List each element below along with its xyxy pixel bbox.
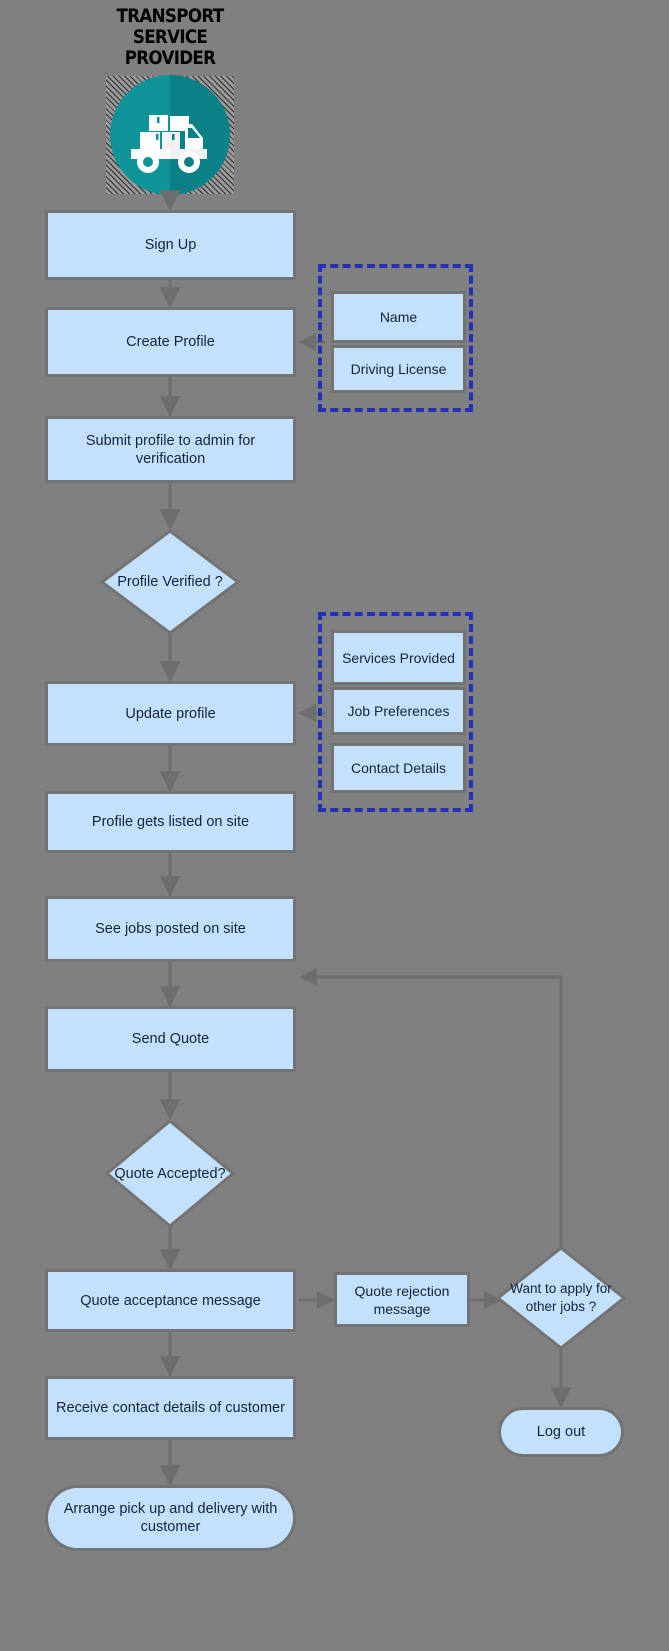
truck-delivery-icon	[110, 75, 230, 195]
node-receive-contact-details[interactable]: Receive contact details of customer	[45, 1376, 296, 1440]
node-submit-profile-label: Submit profile to admin for verification	[85, 432, 256, 467]
node-quote-rejection-message-label: Quote rejection message	[354, 1282, 450, 1317]
node-update-profile[interactable]: Update profile	[45, 681, 296, 746]
node-arrange-pickup-label: Arrange pick up and delivery with custom…	[63, 1501, 278, 1535]
group-item-services-provided[interactable]: Services Provided	[331, 630, 466, 685]
page-title-line-2: SERVICE	[132, 26, 208, 48]
group-profile-fields: Name Driving License	[318, 264, 473, 412]
node-quote-acceptance-message-label: Quote acceptance message	[80, 1292, 261, 1309]
node-log-out[interactable]: Log out	[498, 1407, 624, 1457]
node-quote-acceptance-message[interactable]: Quote acceptance message	[45, 1269, 296, 1332]
group-item-name-label: Name	[379, 309, 418, 325]
node-create-profile[interactable]: Create Profile	[45, 307, 296, 377]
page-title: TRANSPORT SERVICE PROVIDER	[108, 6, 231, 69]
node-log-out-label: Log out	[536, 1424, 586, 1440]
node-create-profile-label: Create Profile	[126, 334, 215, 350]
node-send-quote-label: Send Quote	[131, 1031, 210, 1047]
page-title-line-1: TRANSPORT	[116, 5, 225, 27]
logo	[106, 75, 234, 195]
page-title-line-3: PROVIDER	[124, 47, 216, 69]
node-see-jobs-label: See jobs posted on site	[95, 921, 246, 937]
group-item-contact-details-label: Contact Details	[351, 760, 446, 776]
node-want-other-jobs[interactable]: Want to apply for other jobs ?	[495, 1246, 627, 1350]
node-sign-up[interactable]: Sign Up	[45, 210, 296, 280]
group-item-driving-license-label: Driving License	[350, 361, 447, 377]
group-item-services-provided-label: Services Provided	[342, 649, 455, 666]
group-item-name[interactable]: Name	[331, 291, 466, 343]
group-update-fields: Services Provided Job Preferences Contac…	[318, 612, 473, 812]
node-profile-listed-label: Profile gets listed on site	[91, 814, 250, 830]
node-see-jobs[interactable]: See jobs posted on site	[45, 896, 296, 962]
node-update-profile-label: Update profile	[125, 705, 216, 722]
group-item-contact-details[interactable]: Contact Details	[331, 743, 466, 793]
node-profile-listed[interactable]: Profile gets listed on site	[45, 791, 296, 853]
group-item-job-preferences[interactable]: Job Preferences	[331, 687, 466, 735]
node-sign-up-label: Sign Up	[144, 237, 197, 253]
node-receive-contact-details-label: Receive contact details of customer	[56, 1400, 285, 1416]
node-quote-accepted[interactable]: Quote Accepted?	[104, 1119, 236, 1228]
group-item-driving-license[interactable]: Driving License	[331, 345, 466, 393]
node-profile-verified[interactable]: Profile Verified ?	[99, 529, 241, 635]
node-submit-profile[interactable]: Submit profile to admin for verification	[45, 416, 296, 483]
node-arrange-pickup[interactable]: Arrange pick up and delivery with custom…	[45, 1485, 296, 1551]
node-send-quote[interactable]: Send Quote	[45, 1006, 296, 1072]
group-item-job-preferences-label: Job Preferences	[347, 703, 450, 719]
node-quote-rejection-message[interactable]: Quote rejection message	[334, 1272, 470, 1327]
